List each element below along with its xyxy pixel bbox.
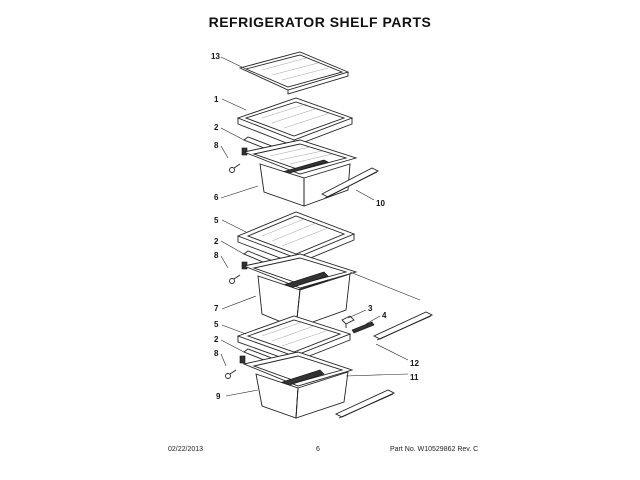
rail-12 xyxy=(372,311,434,341)
callout-5-middle: 5 xyxy=(214,216,219,225)
callout-1: 1 xyxy=(214,95,219,104)
screw-8-top xyxy=(229,163,241,173)
callout-13: 13 xyxy=(211,52,220,61)
callout-5-bottom: 5 xyxy=(214,320,219,329)
clip-3 xyxy=(341,315,355,328)
shelf-13 xyxy=(238,51,350,95)
drawer-7 xyxy=(242,253,358,329)
screw-8-bottom xyxy=(225,369,237,379)
rail-10 xyxy=(321,167,379,199)
callout-8-middle: 8 xyxy=(214,251,219,260)
drawer-9 xyxy=(242,351,354,419)
leader-lines xyxy=(220,56,421,397)
page-title: REFRIGERATOR SHELF PARTS xyxy=(208,14,432,30)
screw-8-middle xyxy=(229,274,241,284)
callout-4: 4 xyxy=(382,311,387,320)
callout-8-bottom: 8 xyxy=(214,349,219,358)
shelf-5-middle xyxy=(236,211,356,265)
callout-10: 10 xyxy=(376,199,385,208)
footer-part-number: Part No. W10529862 Rev. C xyxy=(390,446,479,453)
callout-12: 12 xyxy=(410,359,419,368)
footer-page-number: 6 xyxy=(316,446,320,453)
rail-11 xyxy=(334,389,396,419)
callout-3: 3 xyxy=(368,304,373,313)
callout-8-top: 8 xyxy=(214,141,219,150)
shelf-5-bottom xyxy=(236,315,352,363)
callout-9: 9 xyxy=(216,392,221,401)
callout-11: 11 xyxy=(410,373,419,382)
callout-2-top: 2 xyxy=(214,123,219,132)
slide-4 xyxy=(351,321,375,334)
shelf-1 xyxy=(236,97,354,147)
footer-date: 02/22/2013 xyxy=(168,446,204,453)
callout-2-middle: 2 xyxy=(214,237,219,246)
drawer-6 xyxy=(242,139,358,207)
callout-2-bottom: 2 xyxy=(214,335,219,344)
callout-7: 7 xyxy=(214,304,219,313)
callout-6: 6 xyxy=(214,193,219,202)
